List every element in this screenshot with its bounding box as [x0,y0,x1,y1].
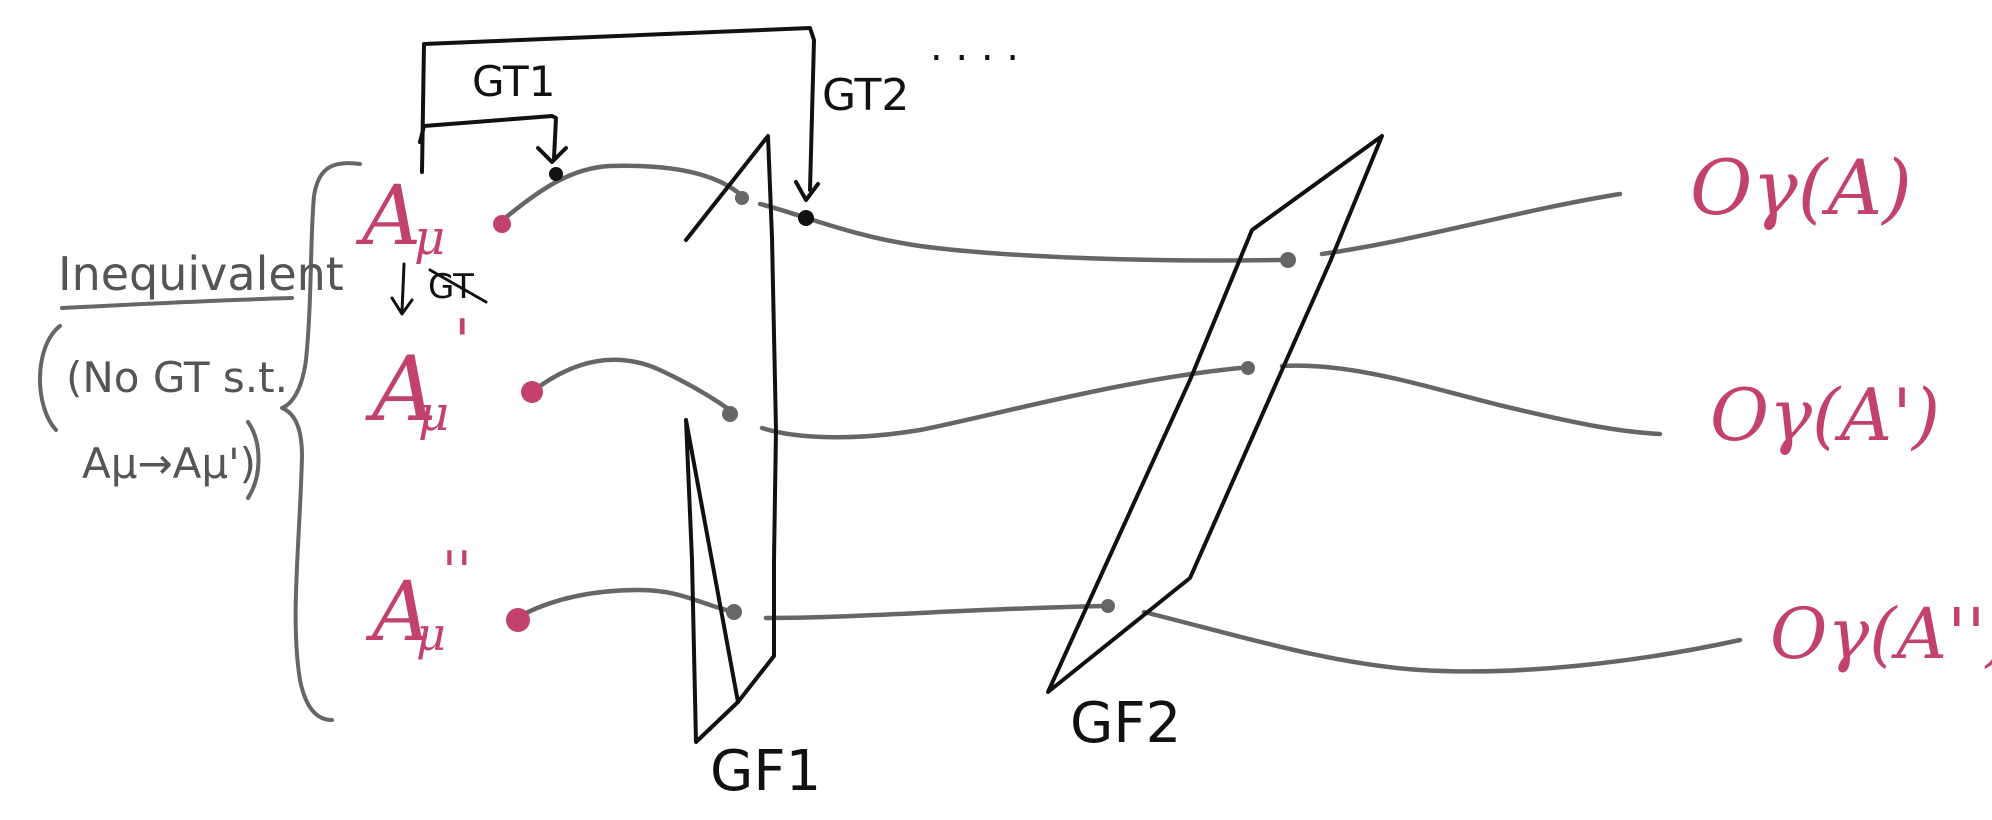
observable-label-a-double-prime: Oγ(A'') [1770,593,1992,675]
inequivalent-condition-line2: Aμ→Aμ') [82,439,256,488]
orbit-curve-c [521,587,737,617]
svg-text:μ: μ [414,210,445,266]
gf1-surface [684,134,778,744]
field-label-a: A μ [355,169,445,266]
inequivalent-condition-line1: (No GT s.t. [66,353,288,402]
observable-label-a-prime: Oγ(A') [1710,373,1940,457]
field-point-a [493,215,511,233]
inequivalent-open-paren [38,324,62,432]
down-arrow-icon [390,262,414,316]
orbit-curve-b-mid [759,365,1243,440]
gt2-label: GT2 [822,70,909,121]
gt1-bracket [418,114,558,160]
svg-text:'': '' [442,540,472,603]
svg-text:': ' [454,307,471,377]
svg-text:A: A [355,169,421,264]
orbit-curve-a-out [1319,191,1623,257]
svg-text:μ: μ [418,386,449,442]
gf1-point-b [722,406,738,422]
inequivalent-title: Inequivalent [58,247,344,301]
svg-text:A: A [365,565,431,660]
field-label-a-prime: A μ ' [365,307,471,442]
field-label-a-double-prime: A μ '' [365,540,472,661]
svg-text:A: A [365,337,437,442]
crossed-gt-strike [428,268,488,304]
gt2-bracket [420,26,816,192]
svg-text:μ: μ [416,607,446,661]
orbit-curve-b [537,357,733,413]
gf1-label: GF1 [710,739,821,804]
gf2-label: GF2 [1070,691,1181,756]
observable-label-a: Oγ(A) [1690,143,1912,232]
gt2-arrowhead [794,180,820,202]
orbit-curve-a-mid [757,201,1283,263]
gf2-point-a [1280,252,1296,268]
inequivalent-close-paren [246,420,261,500]
gf2-surface [1046,134,1384,694]
gf2-point-c [1101,599,1115,613]
gt2-point [798,210,814,226]
gf2-point-b [1241,361,1255,375]
inequivalent-brace [280,161,362,722]
inequivalent-underline [60,296,294,310]
orbit-curve-b-out [1279,363,1663,437]
orbit-curve-a [502,163,745,221]
gt1-arrowhead [536,146,568,164]
more-transformations-dots: . . . . [930,24,1019,70]
field-point-a-double-prime [506,608,530,632]
gt1-point [549,167,563,181]
gf1-point-c [726,604,742,620]
gf1-point-a [735,191,749,205]
orbit-curve-c-out [1141,609,1743,674]
orbit-curve-c-mid [763,603,1111,621]
gt1-label: GT1 [472,57,555,106]
field-point-a-prime [521,381,543,403]
